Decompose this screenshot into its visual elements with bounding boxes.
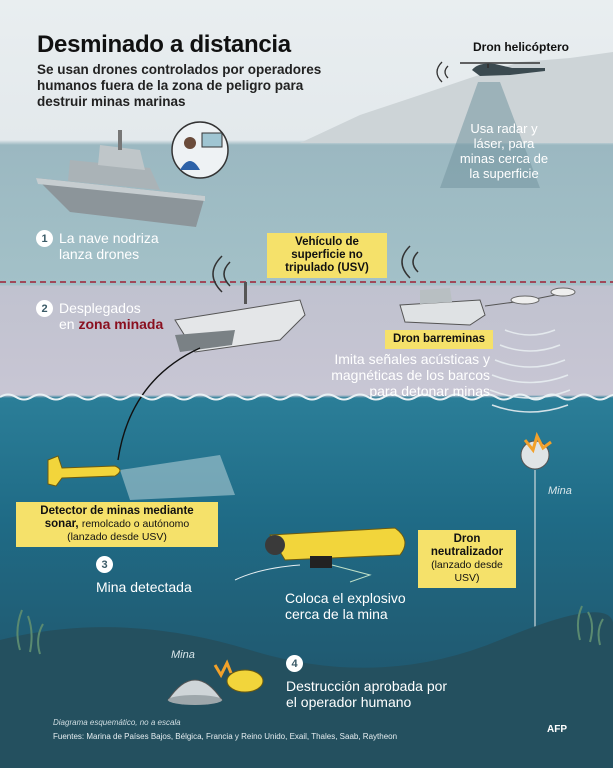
mothership-icon: [36, 130, 205, 227]
seaweed: [16, 605, 604, 655]
danger-zone-label: zona minada: [78, 316, 164, 332]
footer-sources: Fuentes: Marina de Países Bajos, Bélgica…: [53, 732, 398, 741]
step-number: 4: [286, 655, 303, 672]
step-number: 2: [36, 300, 53, 317]
mine-label-right: Mina: [548, 485, 572, 497]
neutralizer-label-note: (lanzado desde USV): [431, 559, 503, 584]
neutralizer-label-box: Dron neutralizador (lanzado desde USV): [418, 530, 516, 588]
usv-label-box: Vehículo de superficie no tripulado (USV…: [267, 233, 387, 278]
step-3: 3 Mina detectada: [96, 556, 192, 595]
explosive-description: Coloca el explosivo cerca de la mina: [285, 590, 406, 622]
tow-cable: [117, 347, 201, 461]
detector-label-rest: remolcado o autónomo: [81, 518, 190, 530]
detector-label-bold: Detector de minas mediante sonar,: [40, 505, 194, 530]
minesweeper-label-box: Dron barreminas: [385, 330, 493, 349]
detector-label-note: (lanzado desde USV): [67, 531, 167, 543]
seabed: [0, 612, 613, 768]
afp-logo: AFP: [547, 724, 567, 735]
footer-note: Diagrama esquemático, no a escala: [53, 718, 181, 727]
helicopter-icon: [436, 61, 545, 83]
usv-icon: [174, 255, 306, 353]
step-text-prefix: en: [59, 316, 75, 332]
neutralizer-label-title: Dron neutralizador: [430, 533, 504, 558]
radar-beam: [440, 82, 540, 188]
helicopter-description: Usa radar y láser, para minas cerca de l…: [459, 121, 549, 181]
page-title: Desminado a distancia: [37, 31, 291, 58]
operator-icon: [171, 121, 229, 179]
step-text-block: Desplegados en zona minada: [59, 300, 163, 332]
minesweeper-description: Imita señales acústicas y magnéticas de …: [331, 351, 490, 399]
step-number: 1: [36, 230, 53, 247]
step-text: Mina detectada: [96, 579, 192, 595]
detector-drone-icon: [47, 455, 235, 500]
minesweeper-icon: [399, 245, 576, 326]
mountain: [300, 52, 613, 143]
subtitle: Se usan drones controlados por operadore…: [37, 62, 322, 109]
step-text: Desplegados: [59, 300, 141, 316]
detector-label-box: Detector de minas mediante sonar, remolc…: [16, 502, 218, 547]
mine-label-left: Mina: [171, 649, 195, 661]
bottom-mine-icon: [167, 659, 264, 705]
step-text: La nave nodriza lanza drones: [59, 230, 159, 262]
step-2: 2 Desplegados en zona minada: [36, 300, 163, 332]
step-number: 3: [96, 556, 113, 573]
neutralizer-drone-icon: [234, 527, 406, 583]
helicopter-label: Dron helicóptero: [473, 40, 570, 54]
step-text: Destrucción aprobada por el operador hum…: [286, 678, 448, 710]
step-4: 4 Destrucción aprobada por el operador h…: [286, 655, 456, 710]
water-surface: [0, 393, 613, 401]
step-1: 1 La nave nodriza lanza drones: [36, 230, 159, 262]
